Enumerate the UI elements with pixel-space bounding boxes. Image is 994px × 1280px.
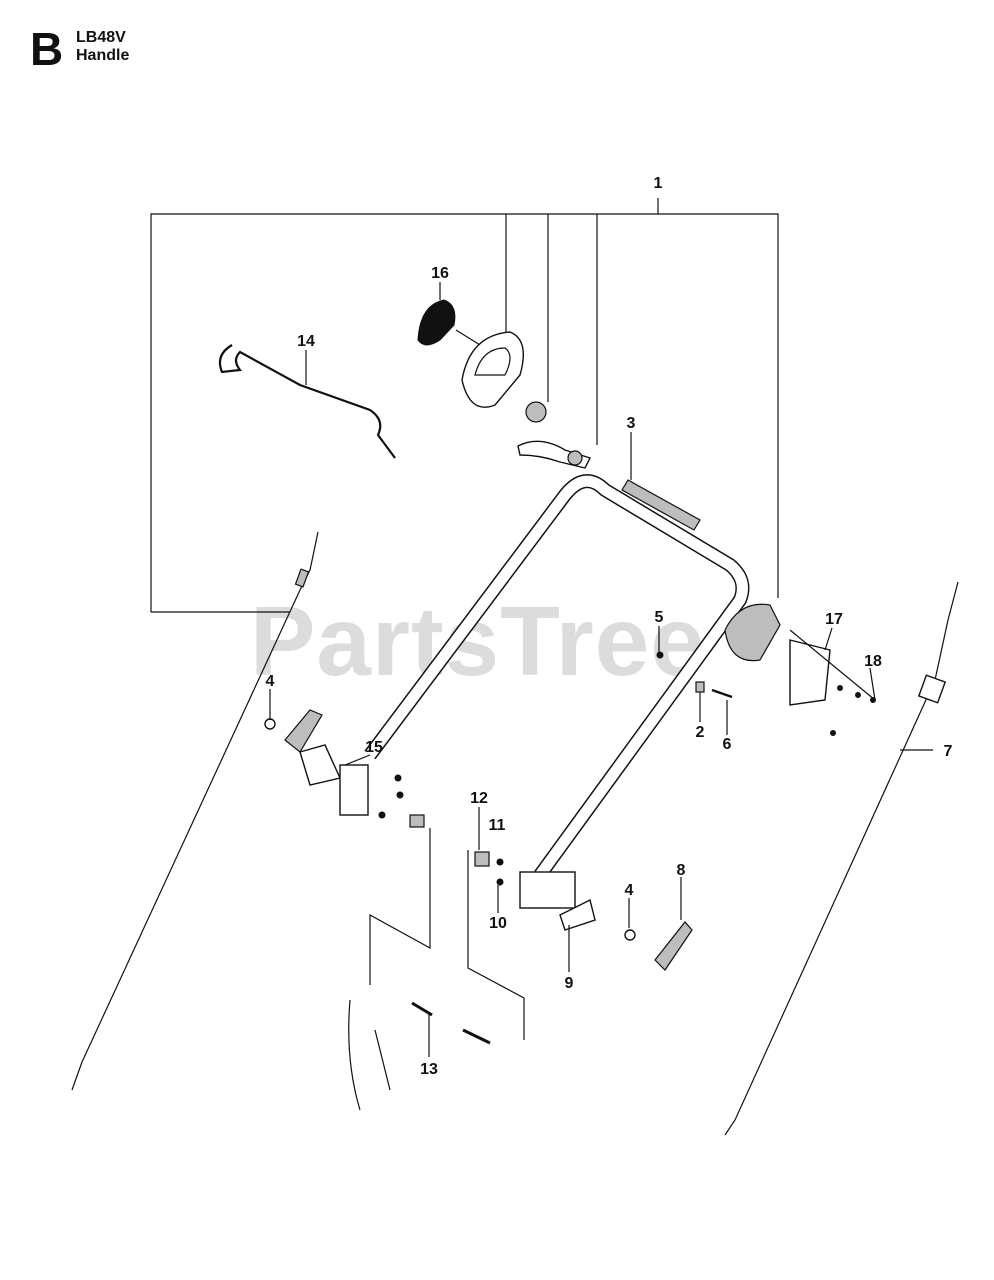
callout-12: 12: [470, 790, 488, 807]
part-6-bolt: [711, 688, 733, 699]
callout-16: 16: [431, 265, 449, 282]
assembly-bracket: [150, 198, 779, 613]
left-bracket: [264, 709, 425, 828]
callout-7: 7: [944, 743, 953, 760]
side-bracket: [724, 603, 781, 662]
callout-10: 10: [489, 915, 507, 932]
callout-4-left: 4: [266, 673, 275, 690]
screws-right: [789, 629, 876, 736]
callout-14: 14: [297, 333, 315, 350]
callout-15: 15: [365, 739, 383, 756]
section-title: Handle: [76, 47, 130, 64]
part-2-washer: [695, 681, 705, 693]
callout-3: 3: [627, 415, 636, 432]
leader-lines: [269, 282, 933, 1057]
callout-8: 8: [677, 862, 686, 879]
part-5-nut: [656, 651, 664, 659]
right-cable: [724, 581, 959, 1136]
callout-labels: 1 16 14 3 5 17 18 4 15 2 6 7 12 11 8 10 …: [266, 175, 953, 1078]
callout-13: 13: [420, 1061, 438, 1078]
callout-18: 18: [864, 653, 882, 670]
callout-9: 9: [565, 975, 574, 992]
callout-5: 5: [655, 609, 664, 626]
callout-4-right: 4: [625, 882, 634, 899]
callout-11: 11: [489, 817, 506, 834]
callout-2: 2: [696, 724, 705, 741]
left-cable: [71, 531, 319, 1091]
handle-cover: [461, 331, 524, 408]
part-16-cap: [417, 299, 456, 346]
callout-6: 6: [723, 736, 732, 753]
handle-frame: [364, 474, 750, 880]
right-bracket: [474, 851, 693, 971]
model-title: LB48V: [76, 29, 126, 46]
page-letter: B: [30, 23, 64, 75]
callout-17: 17: [825, 611, 843, 628]
knob: [525, 401, 547, 423]
callout-1: 1: [654, 175, 663, 192]
part-14-wire: [218, 344, 396, 459]
